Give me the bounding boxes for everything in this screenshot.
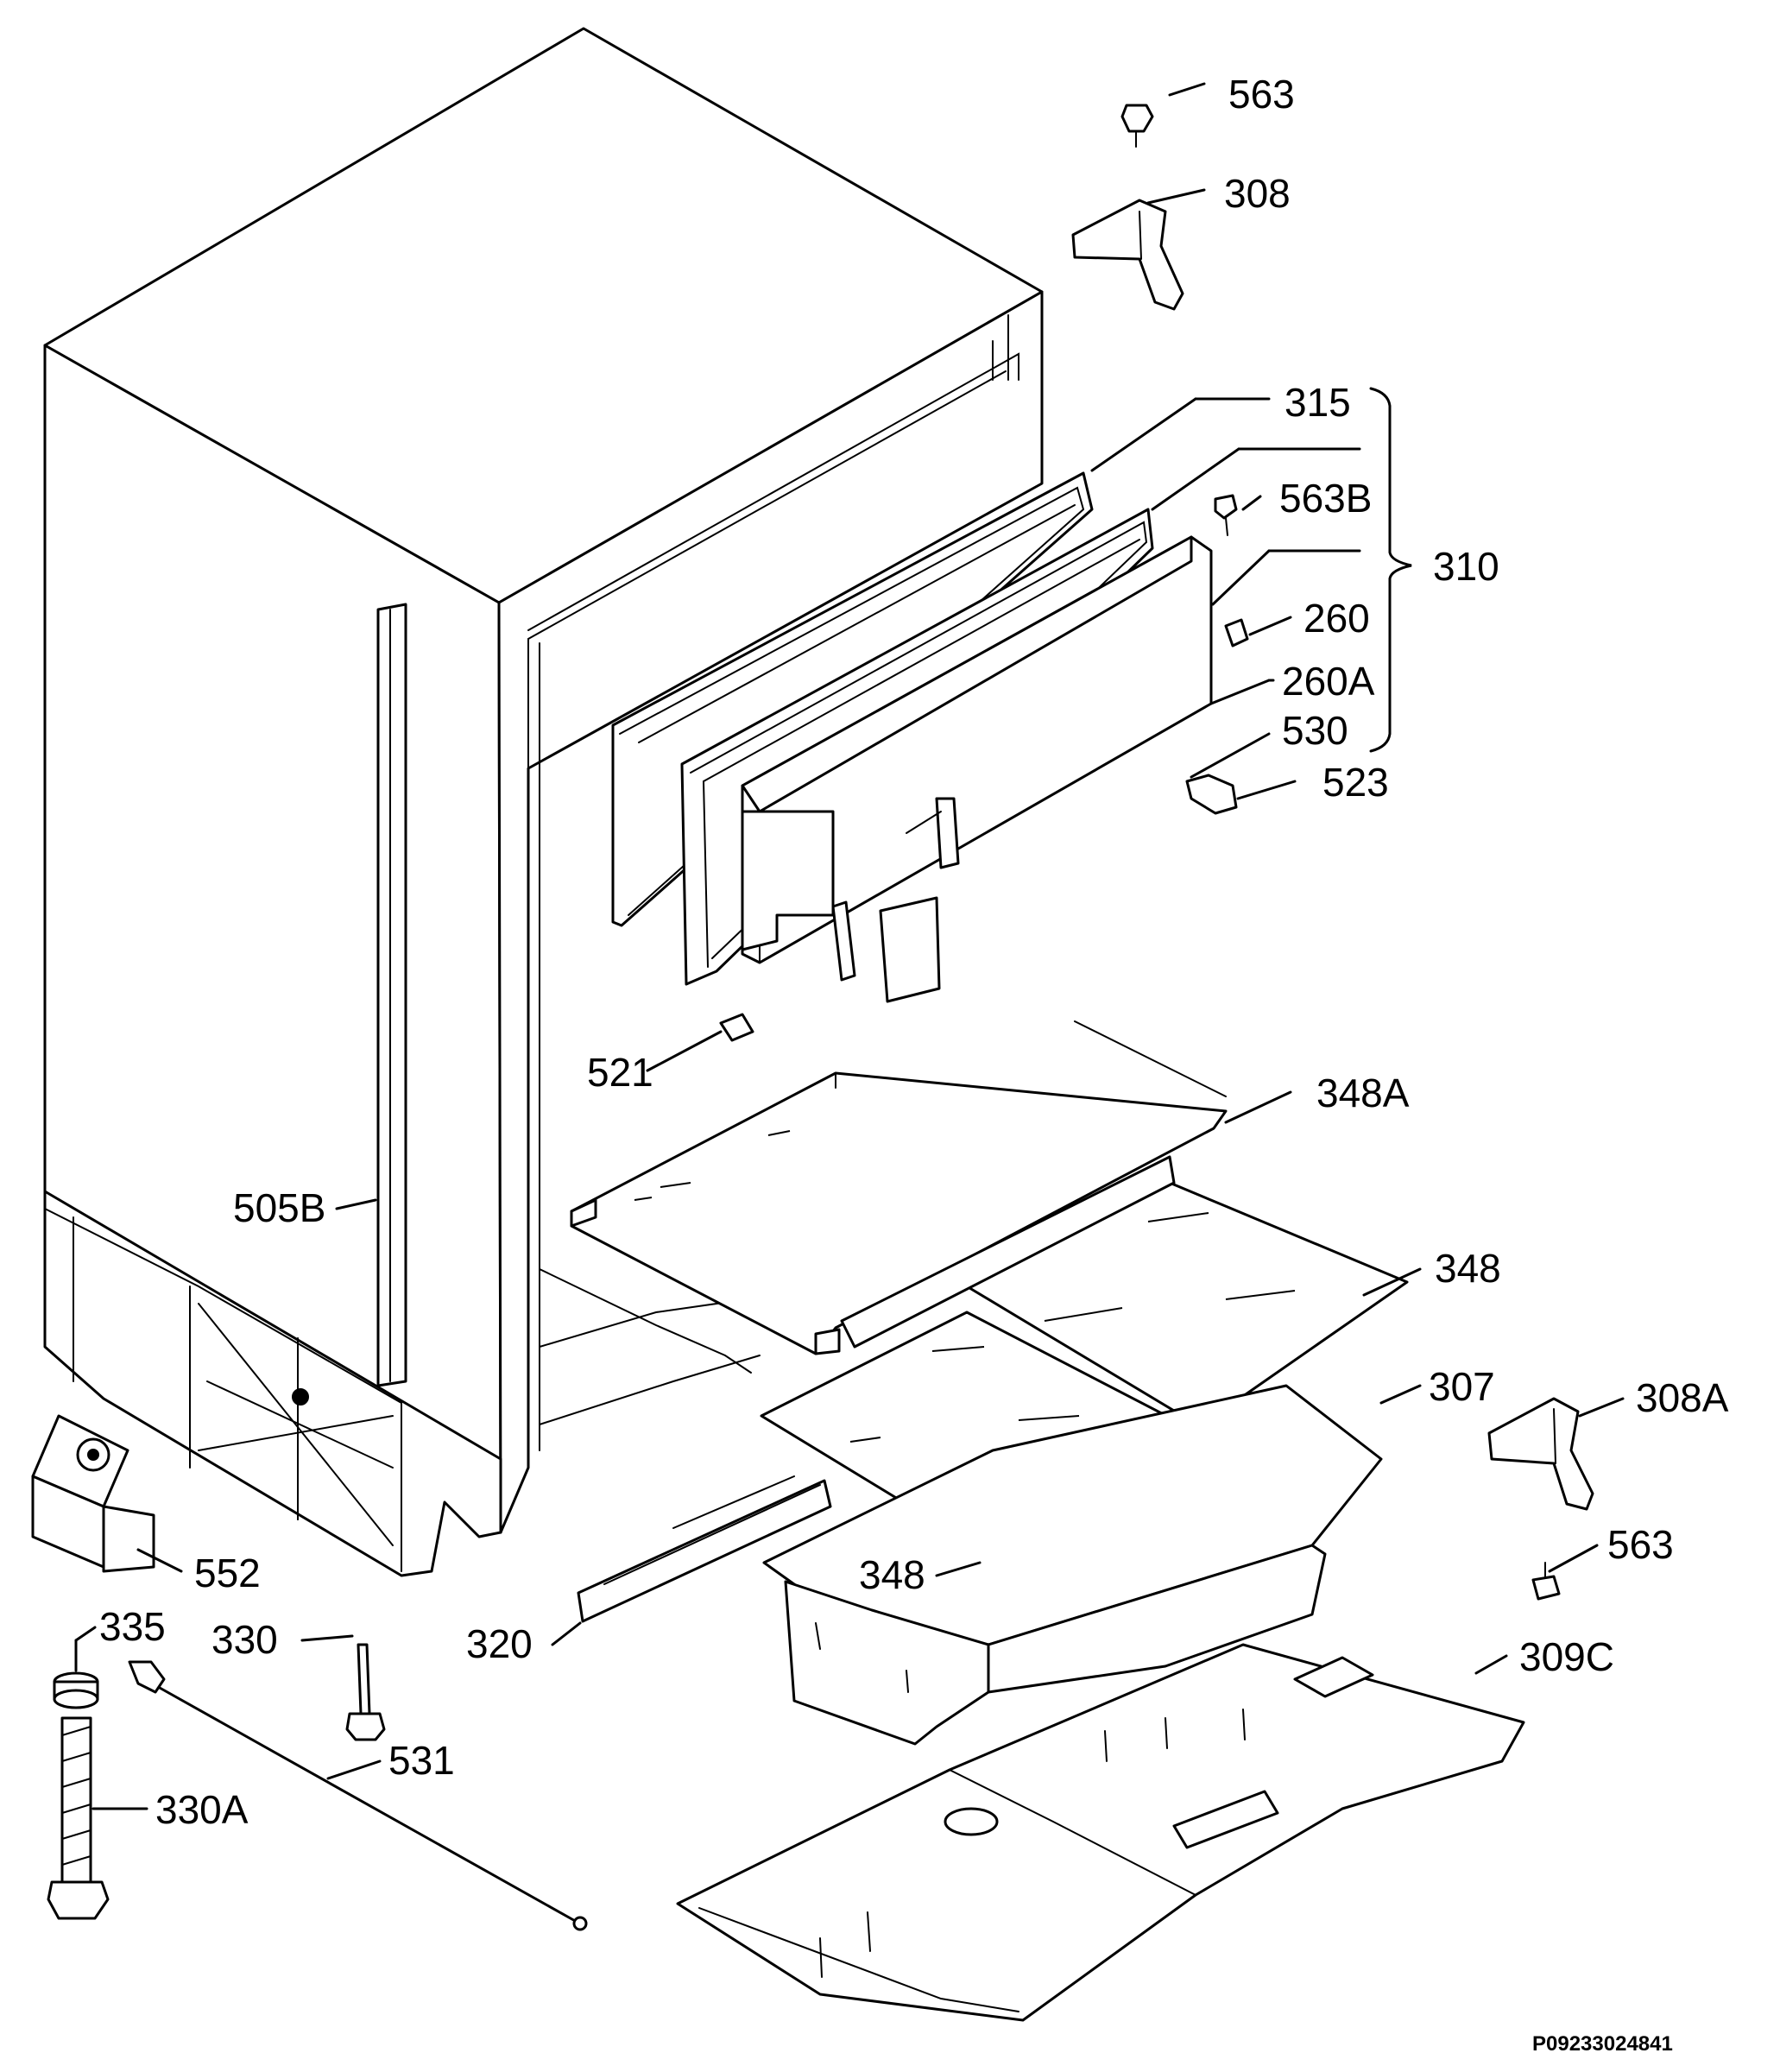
door-frame-bracket: [741, 797, 960, 1003]
door-front-panel-530: [741, 535, 1213, 964]
cabinet-body: [43, 27, 1044, 1577]
door-handle-clip: [831, 900, 856, 982]
rod-531: [128, 1660, 588, 1931]
bottom-tray-309c: [676, 1643, 1525, 2022]
hinge-308: [1071, 199, 1184, 311]
screw-563-top: [1120, 104, 1154, 148]
callout-348a: 348A: [1316, 1071, 1410, 1115]
hinge-308a: [1487, 1397, 1594, 1511]
adjustable-foot-330: [345, 1643, 386, 1741]
callout-308: 308: [1224, 171, 1291, 216]
door-gasket-strip-505b: [376, 603, 407, 1387]
screw-foot-330a: [47, 1716, 110, 1920]
callout-552: 552: [194, 1551, 261, 1595]
callout-310: 310: [1433, 544, 1499, 589]
leader-lines: [74, 82, 1625, 1810]
callout-531: 531: [388, 1738, 455, 1783]
callout-335: 335: [99, 1604, 166, 1649]
callout-563-bottom: 563: [1607, 1522, 1674, 1567]
drawing-code: P09233024841: [1532, 2032, 1673, 2056]
callout-348-lower: 348: [859, 1552, 925, 1597]
screw-563-bottom: [1531, 1562, 1561, 1601]
bracket-310: [1369, 387, 1412, 753]
callout-563-top: 563: [1228, 72, 1295, 117]
gear-335: [53, 1671, 99, 1709]
callout-521: 521: [587, 1050, 653, 1095]
cap-521: [719, 1013, 754, 1042]
callout-563b: 563B: [1279, 476, 1372, 521]
callout-309c: 309C: [1519, 1634, 1614, 1679]
callout-315: 315: [1285, 380, 1351, 425]
callout-523: 523: [1322, 760, 1389, 805]
callout-505b: 505B: [233, 1185, 325, 1230]
screw-563b: [1214, 494, 1238, 536]
callout-330a: 330A: [155, 1787, 249, 1832]
crisper-drawer-307: [762, 1384, 1383, 1746]
fan-bracket-552: [31, 1414, 155, 1573]
callout-260a: 260A: [1282, 659, 1375, 704]
callout-320: 320: [466, 1621, 533, 1666]
callout-348-right: 348: [1435, 1246, 1501, 1291]
hinge-pin-523: [1185, 774, 1238, 815]
drawer-front-320: [577, 1475, 832, 1623]
callout-307: 307: [1429, 1364, 1495, 1409]
callout-260: 260: [1303, 596, 1370, 641]
callout-530: 530: [1282, 708, 1348, 753]
callout-308a: 308A: [1636, 1375, 1729, 1420]
callout-330: 330: [211, 1617, 278, 1662]
clip-260: [1224, 618, 1249, 648]
glass-shelf-348-right: [840, 1155, 1409, 1428]
